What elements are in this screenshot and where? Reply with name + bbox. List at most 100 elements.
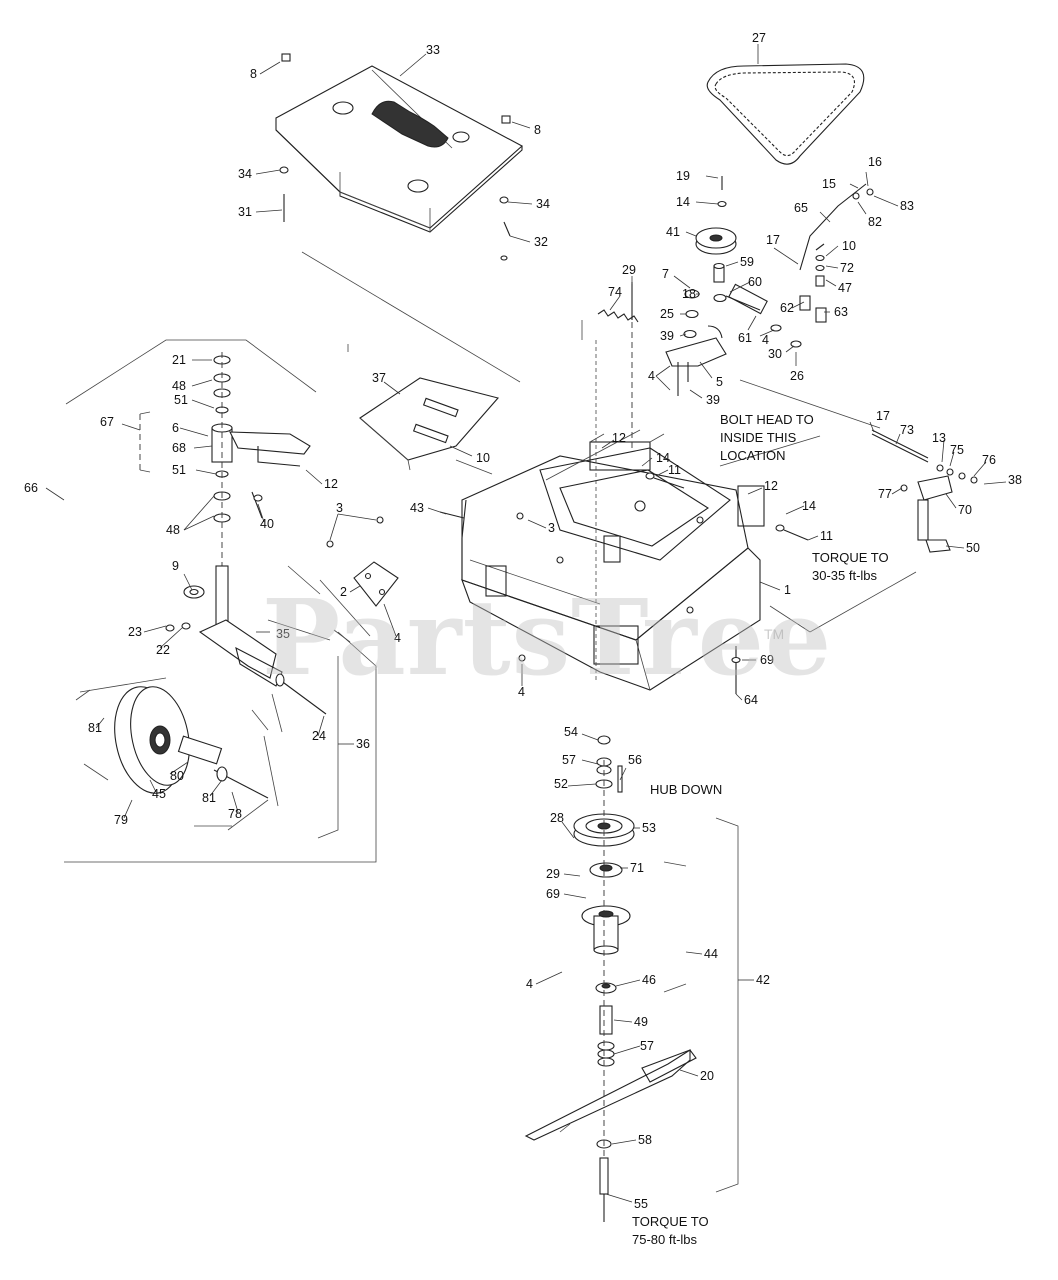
caster-wheel-assembly-illustration (114, 352, 399, 799)
callout-62: 62 (780, 301, 794, 315)
callout-67: 67 (100, 415, 114, 429)
callout-8: 8 (250, 67, 257, 81)
callout-20: 20 (700, 1069, 714, 1083)
callout-39: 39 (660, 329, 674, 343)
callout-82: 82 (868, 215, 882, 229)
callout-32: 32 (534, 235, 548, 249)
callout-7: 7 (662, 267, 669, 281)
callout-19: 19 (676, 169, 690, 183)
callout-27: 27 (752, 31, 766, 45)
callout-81: 81 (202, 791, 216, 805)
callout-50: 50 (966, 541, 980, 555)
callout-51: 51 (172, 463, 186, 477)
callout-75: 75 (950, 443, 964, 457)
callout-65: 65 (794, 201, 808, 215)
callout-11: 11 (668, 463, 681, 477)
callout-74: 74 (608, 285, 622, 299)
callout-70: 70 (958, 503, 972, 517)
callout-6: 6 (172, 421, 179, 435)
callout-47: 47 (838, 281, 852, 295)
callout-60: 60 (748, 275, 762, 289)
callout-72: 72 (840, 261, 854, 275)
callout-53: 53 (642, 821, 656, 835)
callout-3: 3 (336, 501, 343, 515)
callout-48: 48 (166, 523, 180, 537)
callout-37: 37 (372, 371, 386, 385)
callout-9: 9 (172, 559, 179, 573)
callout-56: 56 (628, 753, 642, 767)
deflector-plate-illustration (359, 377, 500, 471)
note-bolt-head-line3: LOCATION (720, 448, 786, 463)
callout-13: 13 (932, 431, 946, 445)
callout-14: 14 (676, 195, 690, 209)
callout-1: 1 (784, 583, 791, 597)
callout-8: 8 (534, 123, 541, 137)
callout-63: 63 (834, 305, 848, 319)
callout-29: 29 (622, 263, 636, 277)
callout-51: 51 (174, 393, 188, 407)
callout-34: 34 (238, 167, 252, 181)
callout-66: 66 (24, 481, 38, 495)
leader-lines (45, 44, 1007, 1203)
callout-30: 30 (768, 347, 782, 361)
callout-38: 38 (1008, 473, 1022, 487)
callout-17: 17 (766, 233, 780, 247)
callout-26: 26 (790, 369, 804, 383)
callout-76: 76 (982, 453, 996, 467)
callout-57: 57 (562, 753, 576, 767)
assembly-notes: BOLT HEAD TO INSIDE THIS LOCATION TORQUE… (632, 412, 889, 1247)
callout-64: 64 (744, 693, 758, 707)
callout-4: 4 (394, 631, 401, 645)
callout-4: 4 (518, 685, 525, 699)
callout-24: 24 (312, 729, 326, 743)
callout-78: 78 (228, 807, 242, 821)
callout-77: 77 (878, 487, 892, 501)
callout-39: 39 (706, 393, 720, 407)
callout-71: 71 (630, 861, 644, 875)
note-torque-deck-line2: 30-35 ft-lbs (812, 568, 878, 583)
callout-31: 31 (238, 205, 252, 219)
callout-34: 34 (536, 197, 550, 211)
callout-54: 54 (564, 725, 578, 739)
callout-36: 36 (356, 737, 370, 751)
callout-41: 41 (666, 225, 680, 239)
callout-69: 69 (546, 887, 560, 901)
idler-components-illustration (165, 53, 978, 694)
callout-69: 69 (760, 653, 774, 667)
callout-45: 45 (152, 787, 166, 801)
callout-12: 12 (612, 431, 626, 445)
callout-68: 68 (172, 441, 186, 455)
callout-12: 12 (324, 477, 338, 491)
callout-21: 21 (172, 353, 186, 367)
mower-deck-illustration (461, 433, 765, 691)
callout-52: 52 (554, 777, 568, 791)
callout-46: 46 (642, 973, 656, 987)
callout-17: 17 (876, 409, 890, 423)
callout-10: 10 (476, 451, 490, 465)
callout-22: 22 (156, 643, 170, 657)
note-torque-deck-line1: TORQUE TO (812, 550, 889, 565)
callout-23: 23 (128, 625, 142, 639)
note-hub-down: HUB DOWN (650, 782, 722, 797)
callout-15: 15 (822, 177, 836, 191)
callout-73: 73 (900, 423, 914, 437)
deck-cover-illustration (275, 65, 523, 233)
callout-42: 42 (756, 973, 770, 987)
callout-61: 61 (738, 331, 752, 345)
assembly-guide-lines (64, 251, 917, 1193)
callout-57: 57 (640, 1039, 654, 1053)
callout-14: 14 (656, 451, 670, 465)
drive-belt-illustration (706, 63, 865, 165)
callout-81: 81 (88, 721, 102, 735)
callout-28: 28 (550, 811, 564, 825)
callout-16: 16 (868, 155, 882, 169)
callout-33: 33 (426, 43, 440, 57)
callout-29: 29 (546, 867, 560, 881)
callout-3: 3 (548, 521, 555, 535)
callout-49: 49 (634, 1015, 648, 1029)
callout-4: 4 (526, 977, 533, 991)
callout-58: 58 (638, 1133, 652, 1147)
callout-59: 59 (740, 255, 754, 269)
